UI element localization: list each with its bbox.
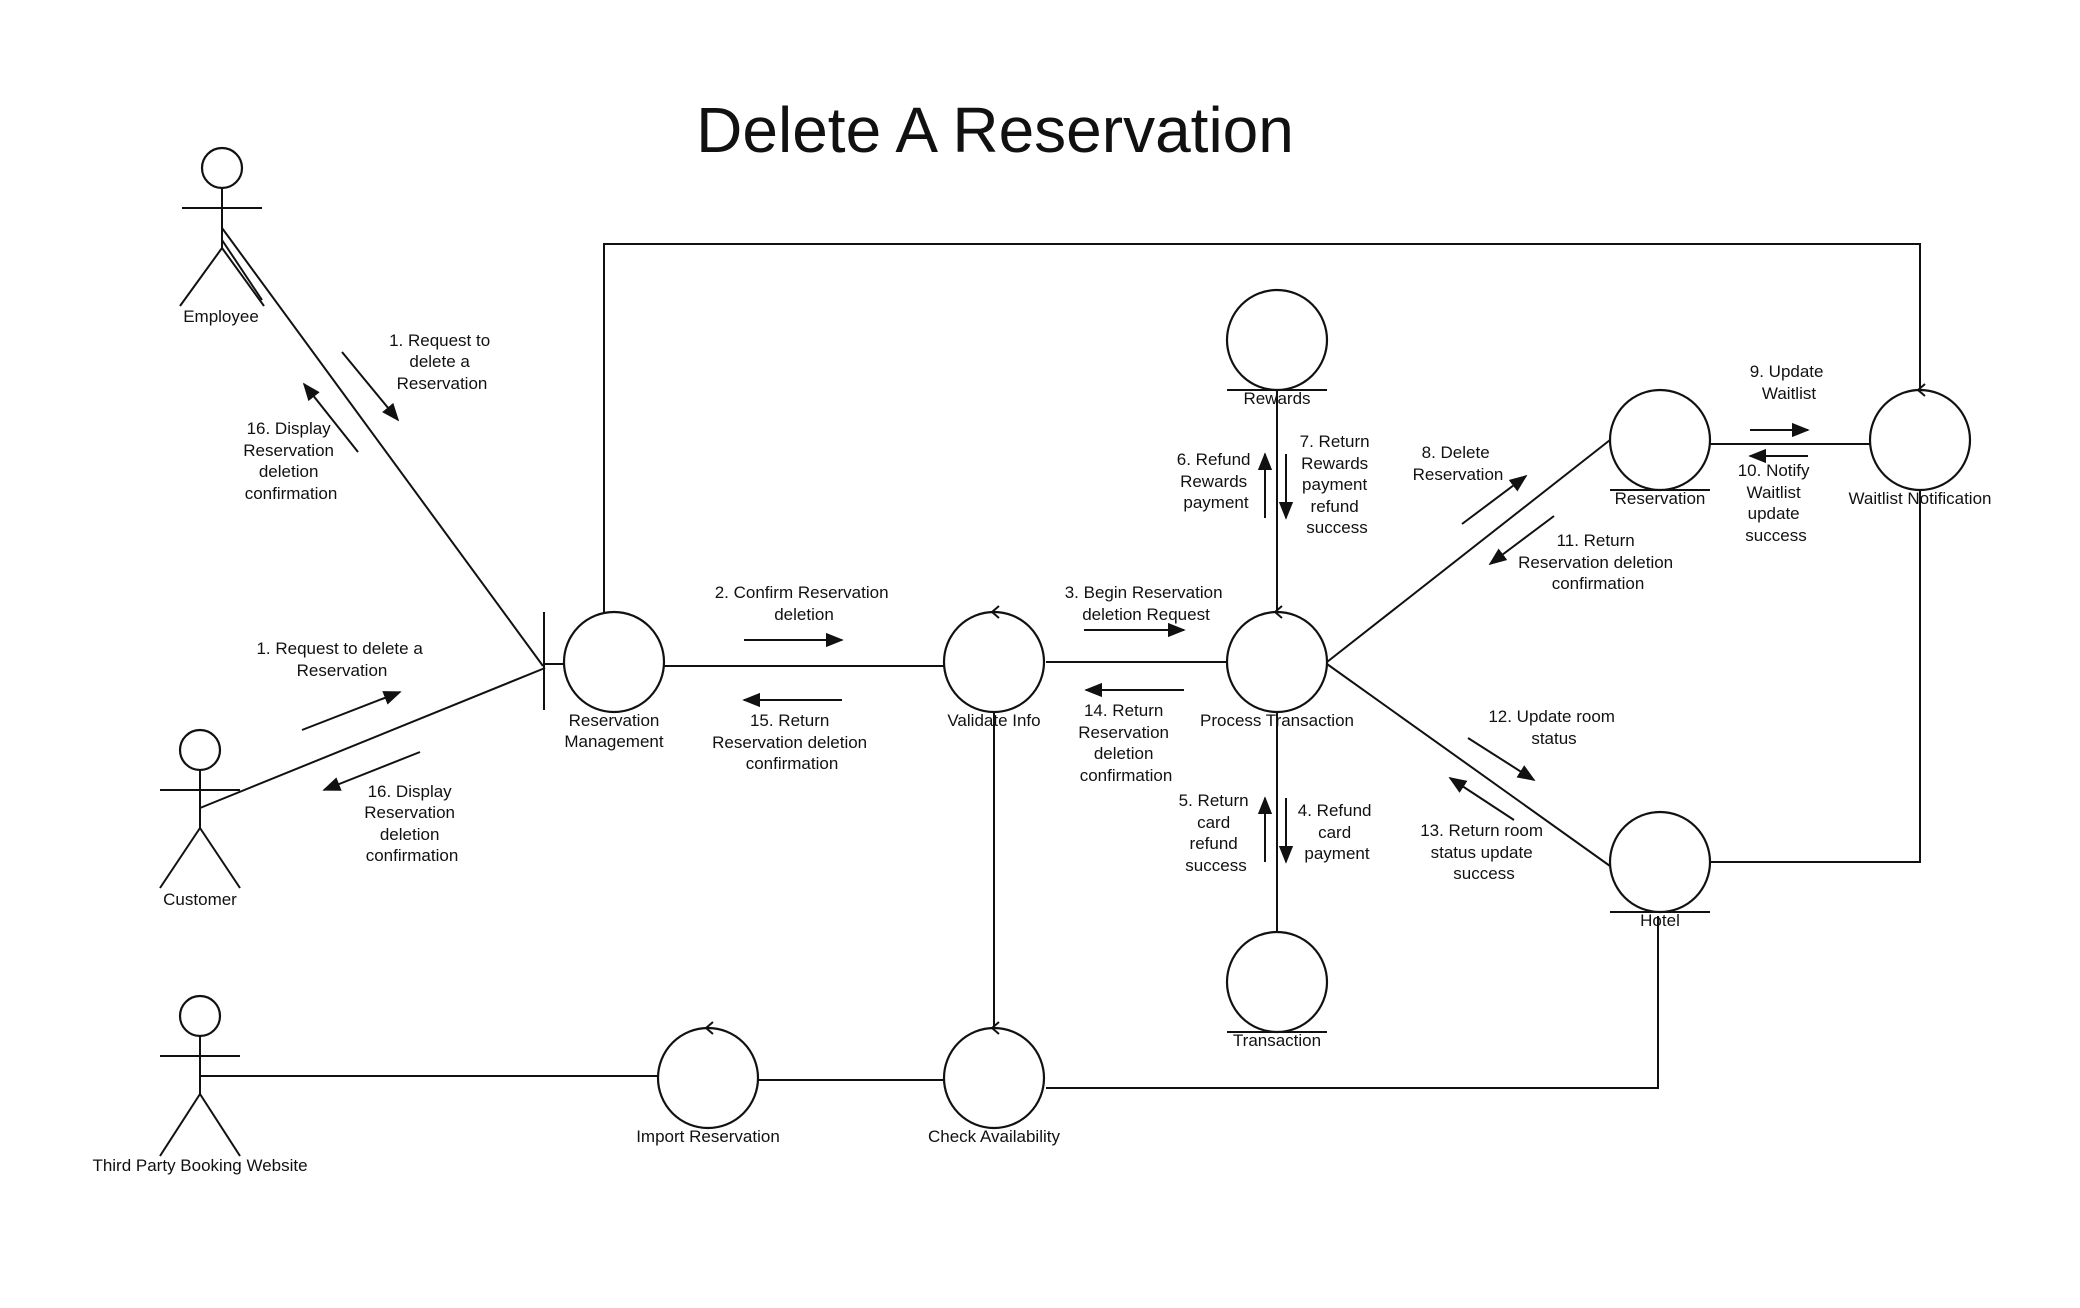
object-label: Import Reservation [636,1127,780,1146]
object-label-line1: Reservation [569,711,660,730]
arrow-m16-employee [302,382,359,453]
message-arrows [301,351,1810,864]
arrow-m1-employee [341,351,400,422]
msg-m1-customer-label: 1. Request to delete a Reservation [256,639,427,680]
object-label: Reservation [1615,489,1706,508]
entity-circle [1608,388,1712,492]
actor-leg-left [179,247,223,307]
entity-circle [1608,810,1712,914]
arrow-m1-customer [301,691,402,731]
actor-leg-right [199,1093,241,1157]
actor-third-party[interactable]: Third Party Booking Website [92,994,308,1175]
actor-head [178,994,222,1038]
actor-head [178,728,222,772]
msg-m12-label: 12. Update room status [1488,707,1619,748]
msg-m16-employee-label: 16. Display Reservation deletion confirm… [243,419,338,503]
control-circle [656,1026,760,1130]
msg-m6-label: 6. Refund Rewards payment [1177,450,1255,512]
boundary-circle [562,610,666,714]
msg-m1-employee-label: 1. Request to delete a Reservation [389,331,495,393]
msg-m13-label: 13. Return room status update success [1420,821,1548,883]
object-waitlist-notification[interactable]: Waitlist Notification [1849,383,1992,508]
link-process-hotel [1326,663,1611,867]
object-label: Hotel [1640,911,1680,930]
actor-leg-right [199,827,241,889]
msg-m15-label: 15. Return Reservation deletion confirma… [712,711,872,773]
actor-leg-left [159,827,201,889]
msg-m16-customer-label: 16. Display Reservation deletion confirm… [364,782,459,865]
msg-m14-label: 14. Return Reservation deletion confirma… [1078,701,1173,785]
control-circle [942,610,1046,714]
actor-customer-label: Customer [163,890,237,909]
object-label: Process Transaction [1200,711,1354,730]
object-label: Waitlist Notification [1849,489,1992,508]
link-employee-management [221,227,544,667]
object-import-reservation[interactable]: Import Reservation [636,1021,780,1146]
actor-leg-right [221,247,265,307]
link-employee-stub [221,239,263,301]
control-arrow-icon [1273,605,1283,619]
association-lines [199,227,1921,1089]
object-reservation-management[interactable]: Reservation Management [562,610,666,751]
object-label: Validate Info [947,711,1040,730]
object-label: Check Availability [928,1127,1060,1146]
msg-m7-label: 7. Return Rewards payment refund success [1300,432,1375,537]
msg-m4-label: 4. Refund card payment [1298,801,1376,863]
link-waitlist-hotel [1710,490,1921,863]
msg-m2-label: 2. Confirm Reservation deletion [715,583,894,624]
object-rewards[interactable]: Rewards [1225,288,1329,408]
control-circle [1225,610,1329,714]
arrow-m13 [1448,777,1515,821]
arrow-m12 [1467,737,1536,781]
control-circle [1868,388,1972,492]
control-circle [942,1026,1046,1130]
control-arrow-icon [990,605,1000,619]
link-customer-management [199,667,546,809]
object-process-transaction[interactable]: Process Transaction [1200,605,1354,730]
object-label-line2: Management [564,732,664,751]
actor-leg-left [159,1093,201,1157]
link-process-reservation [1326,439,1611,663]
entity-circle [1225,288,1329,392]
actor-employee[interactable]: Employee [179,146,265,326]
actor-customer[interactable]: Customer [159,728,241,909]
link-hotel-checkavail [1046,916,1659,1089]
control-arrow-icon [704,1021,714,1035]
object-validate-info[interactable]: Validate Info [942,605,1046,730]
msg-m10-label: 10. Notify Waitlist update success [1738,461,1815,545]
msg-m9-label: 9. Update Waitlist [1750,362,1828,403]
actor-third-party-label: Third Party Booking Website [92,1156,307,1175]
object-label: Transaction [1233,1031,1321,1050]
arrow-m16-customer [322,751,421,791]
object-transaction[interactable]: Transaction [1225,930,1329,1050]
msg-m5-label: 5. Return card refund success [1179,791,1254,875]
msg-m11-label: 11. Return Reservation deletion confirma… [1518,531,1678,593]
object-label: Rewards [1243,389,1310,408]
msg-m8-label: 8. Delete Reservation [1413,443,1504,484]
object-hotel[interactable]: Hotel [1608,810,1712,930]
message-labels: 1. Request to delete a Reservation 16. D… [243,331,1828,883]
diagram-title: Delete A Reservation [696,94,1294,166]
object-check-availability[interactable]: Check Availability [928,1021,1060,1146]
entity-circle [1225,930,1329,1034]
actor-employee-label: Employee [183,307,259,326]
control-arrow-icon [990,1021,1000,1035]
arrow-m11 [1488,515,1555,566]
object-reservation[interactable]: Reservation [1608,388,1712,508]
arrow-m8 [1461,474,1528,525]
control-arrow-icon [1916,383,1926,397]
link-management-waitlist [603,243,1921,614]
actor-head [200,146,244,190]
msg-m3-label: 3. Begin Reservation deletion Request [1065,583,1228,624]
